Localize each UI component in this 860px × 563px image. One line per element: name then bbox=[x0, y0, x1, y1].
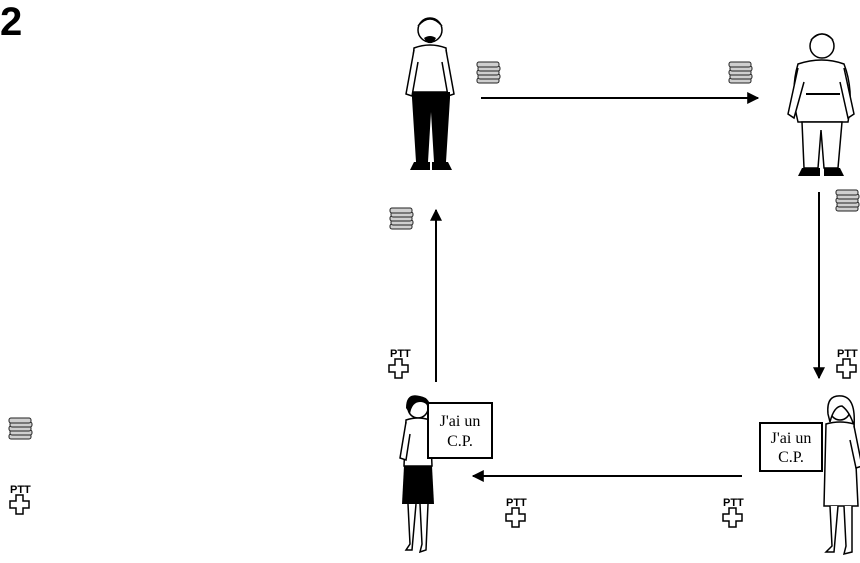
ptt-swiss-cross-icon: PTT bbox=[836, 348, 858, 379]
ptt-swiss-cross-icon: PTT bbox=[9, 484, 31, 515]
man-figure-top-left bbox=[405, 17, 455, 171]
sign-line1: J'ai un bbox=[771, 430, 812, 447]
coin-stack-icon bbox=[728, 61, 753, 84]
coin-stack-icon bbox=[8, 417, 33, 440]
sign-bottom-right: J'ai un C.P. bbox=[759, 422, 823, 472]
coin-stack-icon bbox=[389, 207, 414, 230]
sign-line2: C.P. bbox=[447, 433, 473, 450]
woman-figure-bottom-right bbox=[823, 395, 860, 555]
sign-line1: J'ai un bbox=[440, 413, 481, 430]
ptt-swiss-cross-icon: PTT bbox=[388, 348, 411, 379]
page-number: 2 bbox=[0, 0, 23, 44]
svg-text:PTT: PTT bbox=[506, 497, 527, 509]
ptt-swiss-cross-icon: PTT bbox=[722, 497, 744, 528]
coin-stack-icon bbox=[835, 189, 860, 212]
svg-text:PTT: PTT bbox=[723, 497, 744, 509]
man-figure-top-right bbox=[787, 33, 855, 177]
svg-text:PTT: PTT bbox=[10, 484, 31, 496]
coin-stack-icon bbox=[476, 61, 501, 84]
svg-text:PTT: PTT bbox=[390, 348, 411, 360]
ptt-swiss-cross-icon: PTT bbox=[505, 497, 527, 528]
sign-bottom-left: J'ai un C.P. bbox=[427, 402, 493, 459]
svg-text:PTT: PTT bbox=[837, 348, 858, 360]
sign-line2: C.P. bbox=[778, 449, 804, 466]
